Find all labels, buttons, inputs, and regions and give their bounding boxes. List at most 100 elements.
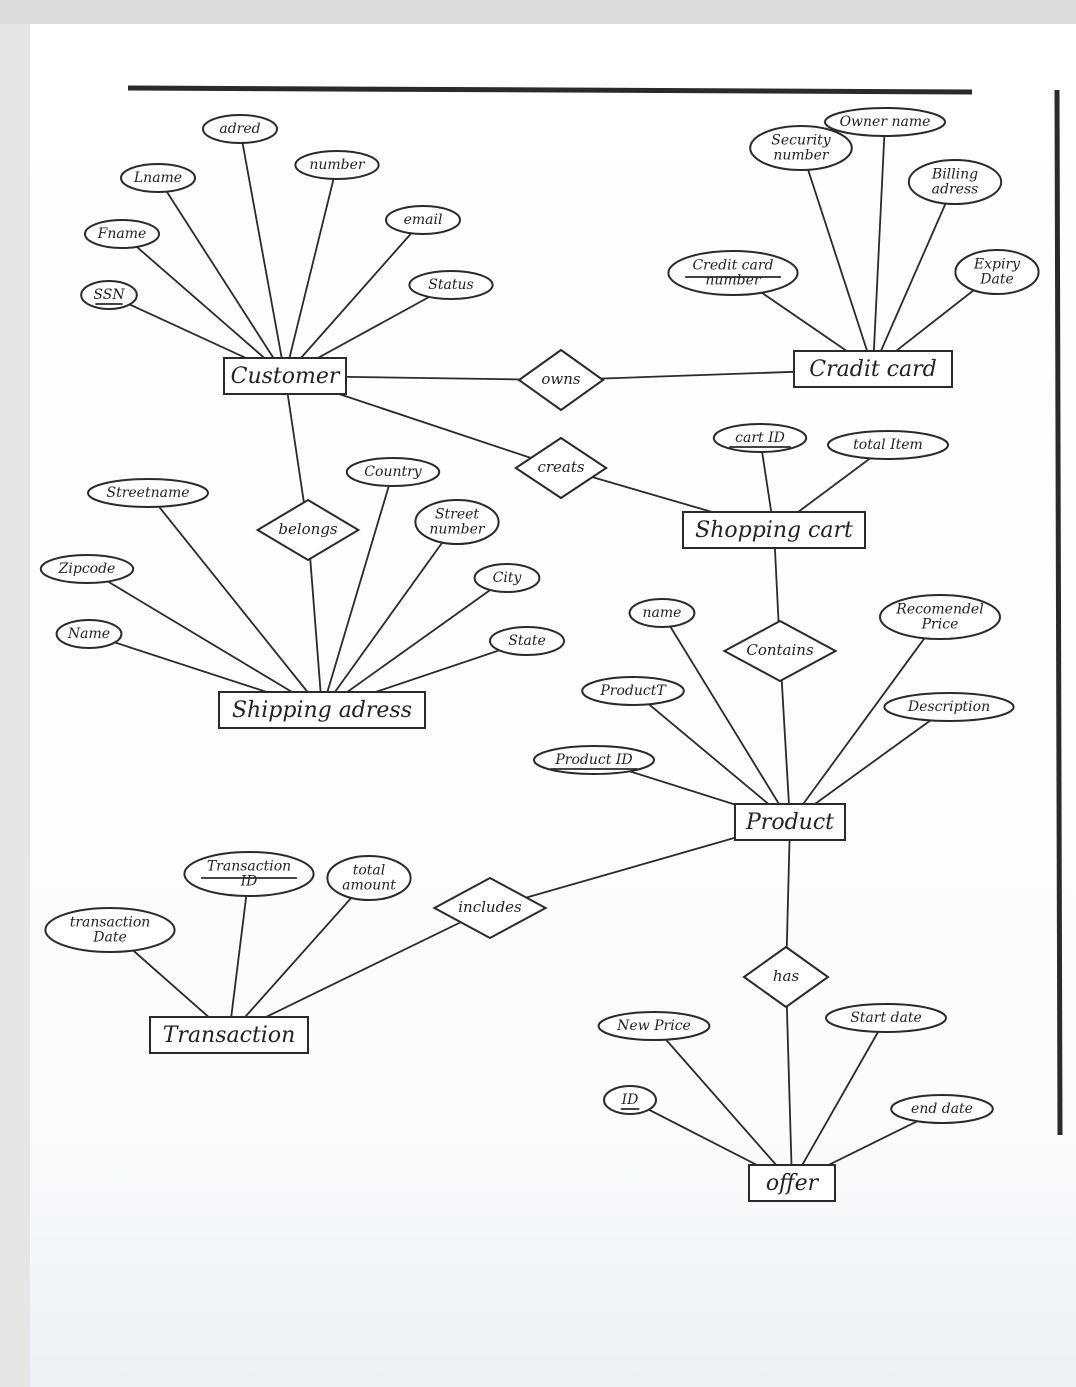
attribute-label: New Price	[616, 1018, 691, 1034]
attribute-ellipse	[890, 1094, 994, 1124]
attribute-name_prod: name	[628, 598, 696, 628]
relationship-label: belongs	[278, 520, 338, 538]
attribute-lname: Lname	[120, 163, 196, 193]
entity-label: offer	[766, 1171, 820, 1196]
attribute-ellipse	[473, 563, 541, 593]
attribute-id_offer: ID	[603, 1085, 657, 1115]
attribute-ssn: SSN	[80, 280, 138, 310]
attribute-ellipse	[489, 626, 565, 656]
attribute-label: Country	[364, 464, 422, 480]
line-lname	[157, 177, 286, 377]
attribute-ellipse	[883, 692, 1015, 722]
relationship-diamond	[513, 436, 609, 500]
attribute-ellipse	[954, 249, 1040, 295]
attribute-country: Country	[345, 457, 441, 487]
attribute-label: end date	[911, 1101, 973, 1117]
attribute-ellipse	[84, 219, 160, 249]
attribute-status: Status	[408, 270, 494, 300]
entity-box	[149, 1016, 309, 1054]
entity-label: Shopping cart	[695, 518, 853, 543]
relationship-diamond	[517, 348, 605, 412]
entity-box	[734, 803, 846, 841]
attribute-ellipse	[597, 1011, 711, 1041]
attribute-adred: adred	[202, 114, 278, 144]
attribute-ellipse	[533, 745, 655, 775]
attribute-product_id: Product ID	[533, 745, 655, 775]
attribute-label: email	[404, 212, 443, 228]
entity-offer: offer	[748, 1164, 836, 1202]
entity-product: Product	[734, 803, 846, 841]
line-security_number	[800, 147, 874, 370]
entity-label: Transaction	[163, 1023, 296, 1048]
line-start_date	[791, 1017, 887, 1184]
attribute-ellipse	[667, 250, 799, 296]
relationship-owns: owns	[517, 348, 605, 412]
attribute-label: Streetname	[106, 485, 189, 501]
entity-box	[748, 1164, 836, 1202]
line-belongs-shipping_address	[307, 529, 323, 711]
entity-label: Shipping adress	[232, 698, 412, 723]
line-city	[321, 577, 508, 711]
line-total_amount	[228, 877, 370, 1036]
relationship-diamond	[742, 945, 830, 1009]
attribute-label: Zipcode	[58, 561, 116, 577]
entity-transaction: Transaction	[149, 1016, 309, 1054]
entity-shopping_cart: Shopping cart	[682, 511, 866, 549]
relationship-label: owns	[541, 370, 581, 388]
entity-box	[223, 357, 347, 395]
attribute-label: name	[643, 605, 682, 621]
attribute-ellipse	[80, 280, 138, 310]
relationship-diamond	[432, 876, 548, 940]
line-billing_address	[872, 181, 956, 370]
attribute-ellipse	[628, 598, 696, 628]
attribute-label: Status	[428, 277, 473, 293]
line-email	[284, 219, 424, 377]
relationship-diamond	[255, 498, 361, 562]
attribute-fname: Fname	[84, 219, 160, 249]
attribute-label: ProductT	[599, 683, 667, 699]
attribute-label: Lname	[133, 170, 182, 186]
attribute-new_price: New Price	[597, 1011, 711, 1041]
attribute-ellipse	[345, 457, 441, 487]
attribute-number: number	[294, 150, 380, 180]
attribute-ellipse	[294, 150, 380, 180]
attribute-label: Start date	[850, 1010, 922, 1026]
attribute-ellipse	[44, 907, 176, 953]
attribute-label: adred	[219, 121, 260, 137]
attribute-label: City	[493, 570, 523, 586]
relationship-includes: includes	[432, 876, 548, 940]
attribute-ellipse	[87, 478, 209, 508]
attribute-label: cart ID	[735, 430, 785, 446]
line-zipcode	[86, 568, 323, 711]
attribute-label: State	[508, 633, 545, 649]
line-new_price	[653, 1025, 793, 1184]
relationship-label: creats	[537, 458, 584, 476]
attribute-label: Description	[907, 699, 990, 715]
entity-label: Cradit card	[809, 357, 936, 382]
entity-box	[793, 350, 953, 388]
relationship-creats: creats	[513, 436, 609, 500]
line-name_prod	[661, 612, 791, 823]
attribute-product_t: ProductT	[581, 676, 685, 706]
attribute-ellipse	[326, 855, 412, 901]
attribute-end_date: end date	[890, 1094, 994, 1124]
attribute-label: Owner name	[840, 114, 931, 130]
attribute-ellipse	[39, 554, 135, 584]
line-street_number	[321, 521, 458, 711]
attribute-label: ID	[621, 1092, 639, 1108]
relationship-label: has	[773, 967, 800, 985]
attribute-ellipse	[749, 125, 853, 171]
attribute-label: Product ID	[554, 752, 632, 768]
attribute-label: SSN	[93, 287, 125, 303]
attribute-ellipse	[55, 619, 123, 649]
